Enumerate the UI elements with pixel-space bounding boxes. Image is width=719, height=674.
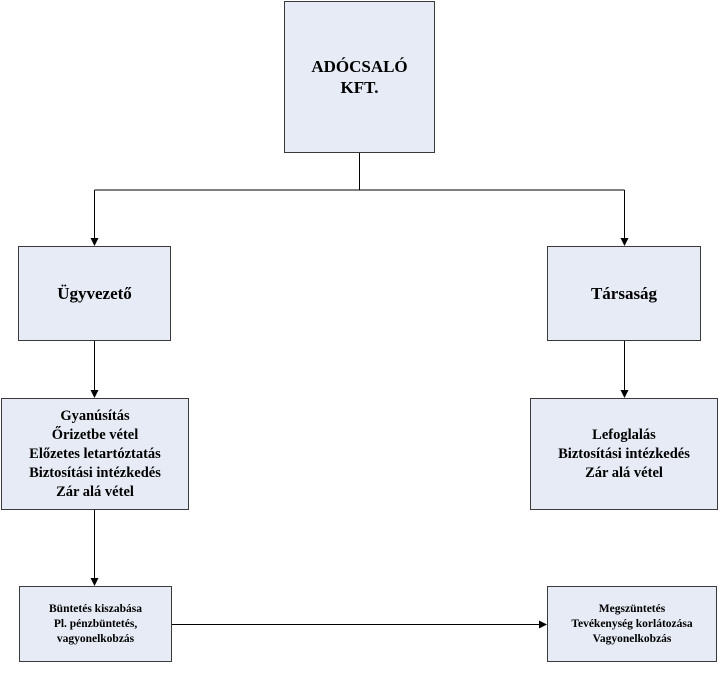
tarsasag-sanctions-box: Megszüntetés Tevékenység korlátozása Vag…	[547, 586, 717, 662]
measure-item: Zár alá vétel	[56, 483, 134, 500]
sanction-item: Megszüntetés	[598, 602, 666, 615]
measure-item: Őrizetbe vétel	[51, 426, 139, 443]
sanction-item: Büntetés kiszabása	[49, 602, 142, 615]
measure-item: Gyanúsítás	[60, 407, 130, 424]
root-line-1: ADÓCSALÓ	[311, 57, 408, 76]
measure-item: Zár alá vétel	[585, 464, 663, 481]
root-box-adocsalo-kft: ADÓCSALÓ KFT.	[284, 1, 435, 153]
sanction-item: Vagyonelkobzás	[592, 632, 672, 645]
tarsasag-measures-box: Lefoglalás Biztosítási intézkedés Zár al…	[530, 398, 718, 510]
ugyvezeto-measures-box: Gyanúsítás Őrizetbe vétel Előzetes letar…	[1, 398, 189, 510]
ugyvezeto-sanctions-box: Büntetés kiszabása Pl. pénzbüntetés, vag…	[19, 586, 172, 662]
measure-item: Lefoglalás	[592, 426, 656, 443]
measure-item: Biztosítási intézkedés	[558, 445, 690, 462]
ugyvezeto-title: Ügyvezető	[57, 283, 132, 303]
sanction-item: vagyonelkobzás	[56, 632, 135, 645]
ugyvezeto-box: Ügyvezető	[18, 246, 171, 341]
tarsasag-box: Társaság	[547, 246, 701, 341]
root-line-2: KFT.	[340, 78, 379, 97]
measure-item: Előzetes letartóztatás	[29, 445, 161, 462]
measure-item: Biztosítási intézkedés	[29, 464, 161, 481]
sanction-item: Tevékenység korlátozása	[571, 617, 693, 630]
sanction-item: Pl. pénzbüntetés,	[53, 617, 138, 630]
tarsasag-title: Társaság	[590, 283, 658, 303]
